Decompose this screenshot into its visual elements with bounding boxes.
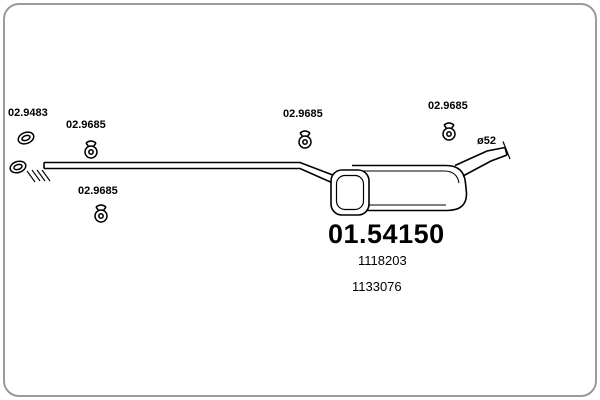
part-label-hanger-left: 02.9685 [66,119,106,131]
part-label-hanger-right: 02.9685 [428,100,468,112]
diameter-label: ø52 [477,135,496,147]
oe-number-2: 1133076 [352,279,402,294]
hanger-icon-middle [298,130,312,149]
muffler-front-face [330,169,370,216]
rubber-ring-icon [17,131,35,145]
hanger-icon-right [442,122,456,141]
hanger-icon-left [84,140,98,159]
oe-number-1: 1118203 [358,253,407,268]
part-label-hanger-lower-left: 02.9685 [78,185,118,197]
main-part-number: 01.54150 [328,219,445,249]
hanger-icon-lower-left [94,204,108,223]
pipe-end-flange-icon [9,160,51,183]
muffler-body [352,164,468,212]
front-pipe [43,161,339,185]
part-label-hanger-middle: 02.9685 [283,108,323,120]
part-label-hanger-top-left: 02.9483 [8,107,48,119]
tail-pipe [454,141,511,177]
